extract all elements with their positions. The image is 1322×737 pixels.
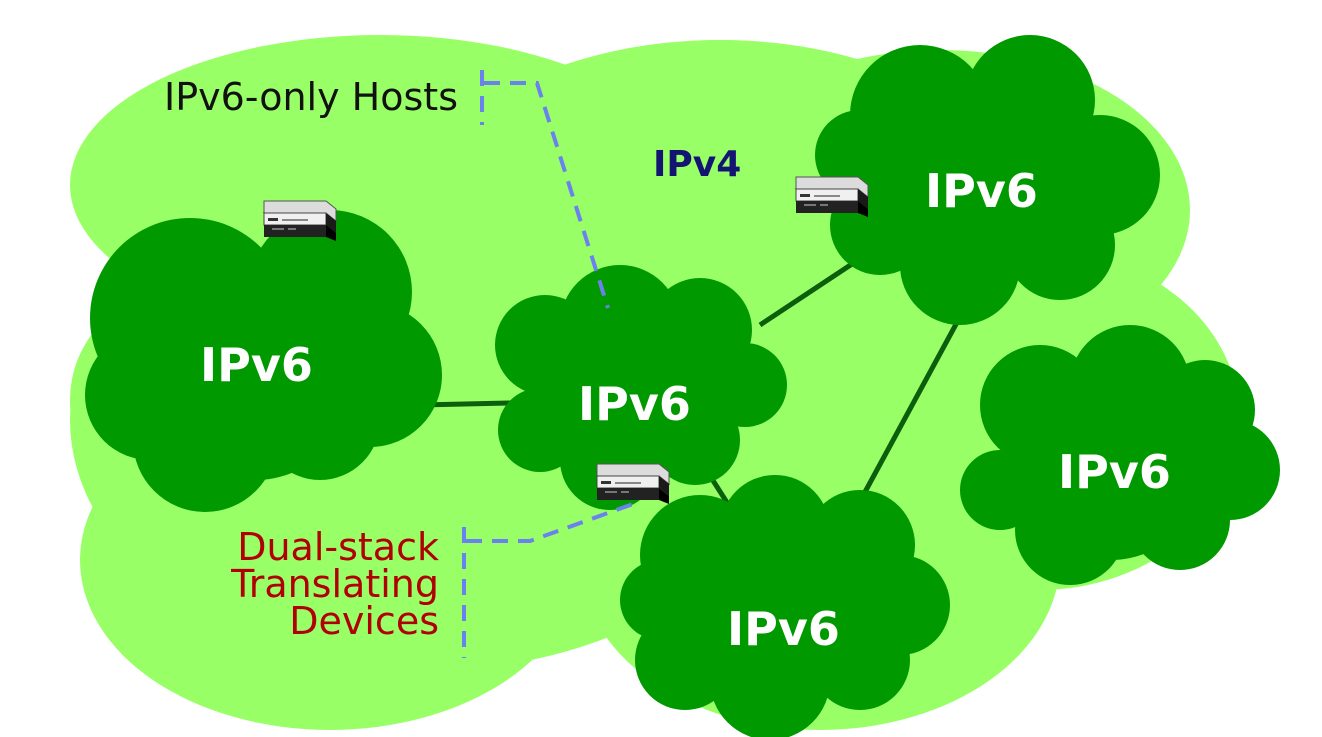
- ipv4-label: IPv4: [653, 144, 741, 185]
- ipv6-cloud-bottom: [620, 475, 950, 737]
- ipv6-label-right: IPv6: [1058, 445, 1171, 499]
- ipv6-cloud-top-right: [815, 35, 1160, 325]
- server-icon: [263, 200, 337, 242]
- hosts-callout: [480, 70, 610, 309]
- ipv6-cloud-left: [85, 210, 442, 512]
- ipv6-cloud-center: [495, 265, 787, 510]
- ipv6-only-hosts-label: IPv6-only Hosts: [164, 75, 458, 119]
- dual-stack-label: Dual-stack Translating Devices: [230, 525, 439, 643]
- server-icon: [795, 176, 869, 218]
- ipv6-label-left: IPv6: [200, 338, 313, 392]
- dual-stack-line-1: Dual-stack: [237, 525, 439, 569]
- ipv6-label-bottom: IPv6: [727, 602, 840, 656]
- dual-stack-line-3: Devices: [289, 599, 439, 643]
- dual-stack-callout: [462, 502, 634, 658]
- ipv6-label-center: IPv6: [578, 377, 691, 431]
- ipv6-cloud-right: [960, 325, 1280, 585]
- link-center-topright: [758, 259, 857, 328]
- ipv6-label-top-right: IPv6: [925, 164, 1038, 218]
- dual-stack-line-2: Translating: [230, 562, 439, 606]
- server-icon: [596, 463, 670, 505]
